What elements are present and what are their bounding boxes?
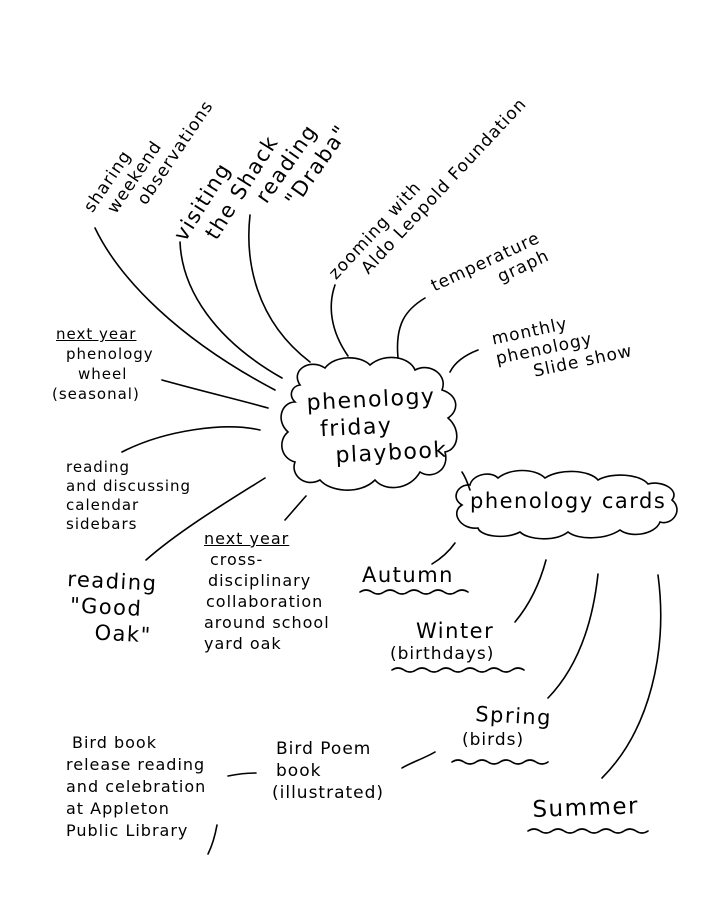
summer-text: Summer [532, 793, 640, 823]
line-spring-poem [401, 751, 436, 769]
label-good-oak: reading "Good Oak" [64, 566, 158, 649]
season-summer: Summer [532, 793, 639, 823]
underline-summer [527, 828, 649, 834]
center-cloud-outline [280, 356, 458, 491]
line-book-tail [207, 824, 218, 855]
line-calendar [121, 426, 261, 453]
winter-sub-text: (birthdays) [390, 644, 495, 664]
collab-line-5: yard oak [204, 634, 282, 653]
calendar-line-1: reading [66, 458, 130, 476]
collab-next-year: next year [204, 529, 290, 548]
label-bird-poem: Bird Poem book (illustrated) [272, 738, 384, 804]
label-calendar: reading and discussing calendar sidebars [66, 458, 191, 534]
good-oak-line-2: "Good [69, 593, 143, 621]
line-winter [514, 559, 547, 623]
season-spring: Spring [475, 701, 553, 731]
bird-poem-line-3: (illustrated) [272, 783, 385, 803]
wheel-next-year: next year [56, 325, 137, 343]
collab-line-3: collaboration [206, 592, 324, 611]
line-sharing [94, 227, 276, 391]
line-slideshow [449, 349, 479, 373]
spring-sub-text: (birds) [462, 730, 525, 750]
calendar-line-4: sidebars [66, 515, 138, 533]
underline-spring [451, 759, 549, 765]
wheel-line-3: (seasonal) [52, 385, 140, 403]
winter-text: Winter [416, 619, 495, 643]
line-temperature [396, 297, 426, 359]
collab-line-1: cross- [210, 550, 264, 569]
line-to-cards [461, 471, 471, 491]
good-oak-line-3: Oak" [93, 620, 153, 648]
label-bird-book: Bird book release reading and celebratio… [66, 732, 206, 842]
underline-autumn [359, 589, 469, 595]
label-wheel: next year phenology wheel (seasonal) [52, 324, 154, 404]
calendar-line-3: calendar [66, 496, 140, 514]
line-draba [248, 214, 311, 363]
line-collab [284, 495, 307, 521]
line-zooming [330, 284, 349, 357]
bird-book-line-5: Public Library [66, 821, 189, 840]
season-winter-sub: (birthdays) [390, 644, 494, 664]
line-summer [601, 574, 662, 779]
cards-title: phenology cards [470, 488, 666, 514]
bird-poem-line-1: Bird Poem [276, 739, 372, 759]
line-good-oak [145, 477, 266, 561]
line-wheel [161, 379, 269, 409]
season-winter: Winter [416, 618, 494, 644]
season-spring-sub: (birds) [462, 730, 524, 750]
bird-book-line-1: Bird book [72, 733, 157, 752]
collab-line-4: around school [204, 613, 330, 632]
line-poem-book [227, 772, 257, 777]
label-collab: next year cross- disciplinary collaborat… [204, 528, 330, 654]
bird-poem-line-2: book [276, 761, 322, 781]
bird-book-line-2: release reading [66, 755, 206, 774]
bird-book-line-4: at Appleton [66, 799, 170, 818]
cards-title-text: phenology cards [470, 489, 667, 513]
autumn-text: Autumn [362, 563, 454, 587]
season-autumn: Autumn [362, 562, 454, 588]
bird-book-line-3: and celebration [66, 777, 207, 796]
spring-text: Spring [474, 701, 553, 730]
line-visiting [179, 241, 283, 379]
wheel-line-2: wheel [78, 365, 128, 383]
calendar-line-2: and discussing [66, 477, 192, 495]
line-autumn [431, 542, 456, 565]
collab-line-2: disciplinary [208, 571, 312, 590]
line-spring [547, 573, 599, 699]
underline-winter [391, 667, 525, 673]
center-title: phenology friday playbook [306, 383, 448, 471]
wheel-line-1: phenology [66, 345, 154, 363]
cards-cloud-outline [455, 469, 678, 540]
